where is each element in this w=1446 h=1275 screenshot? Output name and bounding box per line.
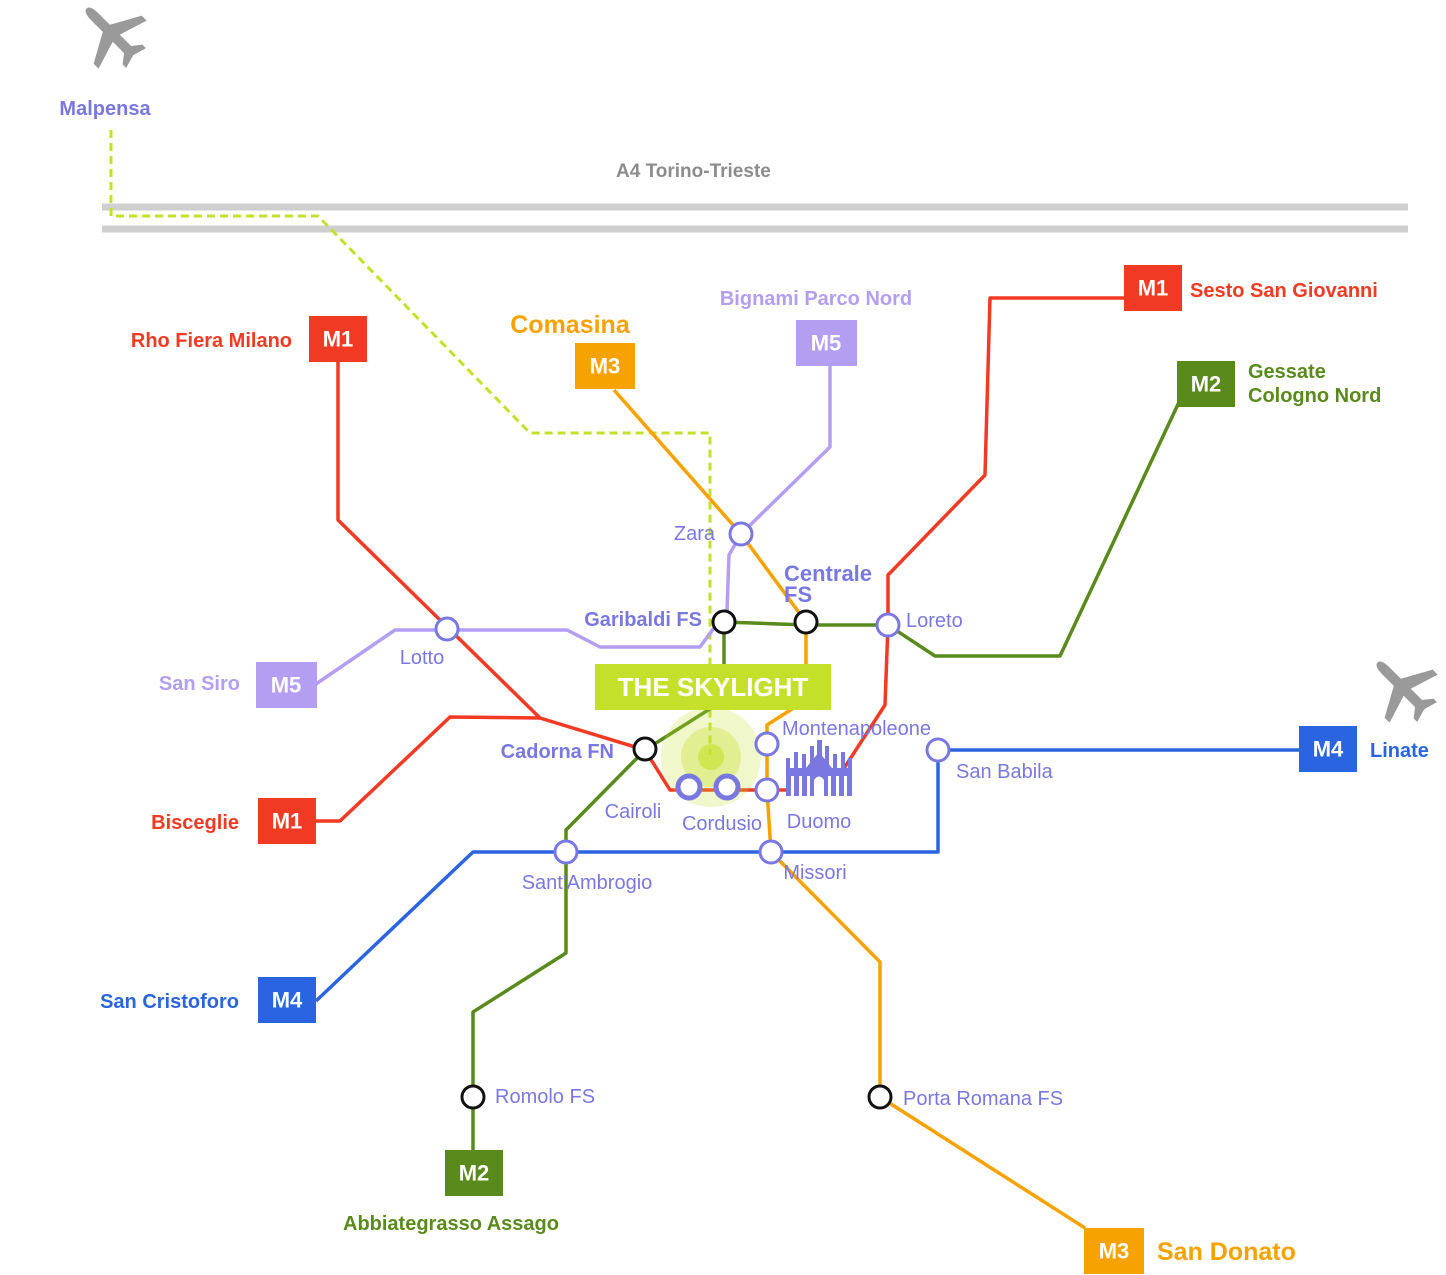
station-zara[interactable] — [728, 521, 754, 547]
terminus-rho-label: Rho Fiera Milano — [131, 330, 292, 352]
m5-sansiro-badge[interactable]: M5 — [256, 662, 317, 708]
station-san-babila[interactable] — [925, 737, 951, 763]
m4-sancristoforo-badge[interactable]: M4 — [258, 977, 316, 1023]
svg-text:M1: M1 — [1138, 276, 1169, 301]
skylight-location-marker — [661, 707, 761, 807]
svg-text:M1: M1 — [323, 327, 354, 352]
terminus-gessate-label-line1: Gessate — [1248, 361, 1326, 383]
svg-text:M5: M5 — [271, 673, 302, 698]
m4-linate-badge[interactable]: M4 — [1299, 726, 1357, 772]
terminus-abbiategrasso-label: Abbiategrasso Assago — [343, 1213, 559, 1235]
terminus-comasina-label: Comasina — [510, 311, 631, 339]
highway-a4 — [102, 203, 1408, 233]
station-label-cadorna: Cadorna FN — [501, 741, 614, 763]
station-label-porta-romana: Porta Romana FS — [903, 1088, 1063, 1110]
station-duomo[interactable] — [754, 777, 780, 803]
svg-text:M2: M2 — [1191, 372, 1222, 397]
station-porta-romana[interactable] — [867, 1084, 893, 1110]
airport-malpensa-label: Malpensa — [59, 98, 151, 120]
terminus-sandonato-label: San Donato — [1157, 1238, 1296, 1266]
station-label-cordusio: Cordusio — [682, 813, 762, 835]
m2-gessate-badge[interactable]: M2 — [1177, 361, 1235, 407]
svg-text:M2: M2 — [459, 1161, 490, 1186]
terminus-sesto-label: Sesto San Giovanni — [1190, 280, 1378, 302]
station-label-centrale-line1: Centrale — [784, 561, 872, 586]
station-label-centrale-line2: FS — [784, 582, 812, 607]
m3-comasina-badge[interactable]: M3 — [575, 343, 635, 389]
station-cordusio[interactable] — [713, 773, 741, 801]
station-lotto[interactable] — [434, 616, 460, 642]
svg-text:M3: M3 — [590, 354, 621, 379]
station-label-lotto: Lotto — [400, 647, 444, 669]
m5-bignami-badge[interactable]: M5 — [796, 320, 857, 366]
station-label-montenapoleone: Montenapoleone — [782, 718, 931, 740]
station-label-missori: Missori — [783, 862, 846, 884]
station-garibaldi[interactable] — [711, 609, 737, 635]
station-label-santambrogio: Sant'Ambrogio — [522, 872, 653, 894]
malpensa-airport-link — [109, 130, 712, 755]
terminus-sansiro-label: San Siro — [159, 673, 240, 695]
m1-bisceglie-badge[interactable]: M1 — [258, 798, 316, 844]
m1-line-bisceglie-branch — [316, 715, 541, 823]
station-cadorna[interactable] — [632, 736, 658, 762]
terminus-gessate-label-line2: Cologno Nord — [1248, 385, 1381, 407]
duomo-cathedral-icon — [786, 740, 852, 796]
station-label-san-babila: San Babila — [956, 761, 1054, 783]
terminus-sancristoforo-label: San Cristoforo — [100, 991, 239, 1013]
station-label-garibaldi: Garibaldi FS — [584, 609, 702, 631]
station-label-cairoli: Cairoli — [605, 801, 662, 823]
svg-text:M4: M4 — [272, 988, 303, 1013]
m1-sesto-badge[interactable]: M1 — [1124, 265, 1182, 311]
m5-line — [315, 366, 832, 686]
m2-abbiategrasso-badge[interactable]: M2 — [445, 1150, 503, 1196]
m2-line — [471, 399, 1182, 1150]
airplane-icon — [1376, 661, 1438, 723]
station-romolo[interactable] — [460, 1084, 486, 1110]
station-centrale[interactable] — [793, 609, 819, 635]
highway-label: A4 Torino-Trieste — [616, 161, 771, 182]
station-santambrogio[interactable] — [553, 839, 579, 865]
svg-text:M4: M4 — [1313, 737, 1344, 762]
station-label-loreto: Loreto — [906, 610, 963, 632]
station-montenapoleone[interactable] — [754, 731, 780, 757]
svg-text:M3: M3 — [1099, 1239, 1130, 1264]
station-label-zara: Zara — [674, 523, 716, 545]
skylight-label: THE SKYLIGHT — [618, 672, 809, 702]
station-loreto[interactable] — [875, 612, 901, 638]
terminus-linate-label: Linate — [1370, 740, 1429, 762]
terminus-bisceglie-label: Bisceglie — [151, 812, 239, 834]
svg-text:M1: M1 — [272, 809, 303, 834]
m1-rho-badge[interactable]: M1 — [309, 316, 367, 362]
station-label-romolo: Romolo FS — [495, 1086, 595, 1108]
m1-line-sesto-branch — [767, 296, 1124, 792]
station-cairoli[interactable] — [675, 773, 703, 801]
m3-sandonato-badge[interactable]: M3 — [1084, 1228, 1144, 1274]
terminus-bignami-label: Bignami Parco Nord — [720, 288, 912, 310]
svg-text:M5: M5 — [811, 331, 842, 356]
skylight-label-box[interactable]: THE SKYLIGHT — [595, 664, 831, 710]
station-missori[interactable] — [758, 839, 784, 865]
station-label-duomo: Duomo — [787, 811, 851, 833]
airplane-icon — [85, 7, 147, 69]
m3-line — [612, 388, 1086, 1230]
